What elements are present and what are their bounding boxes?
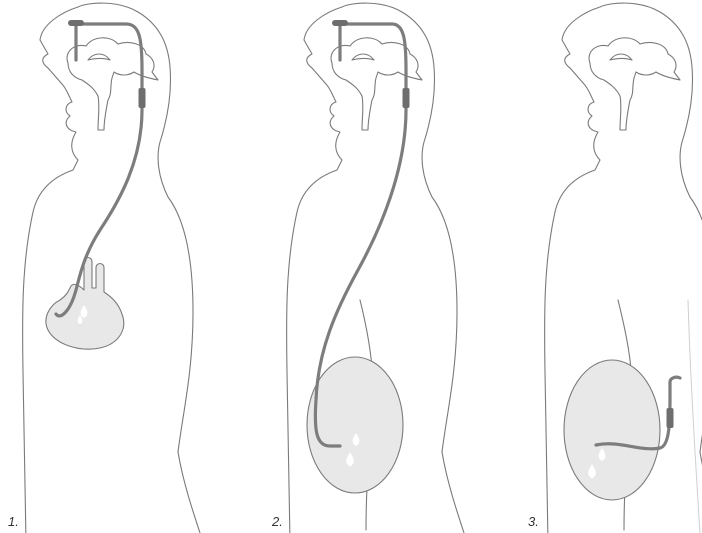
panel-2-label: 2. <box>272 515 283 528</box>
body-outline <box>23 3 203 533</box>
abdomen-peritoneum <box>564 360 660 500</box>
heart <box>46 258 124 350</box>
brain-ventricles <box>67 38 158 130</box>
shunt-valve <box>403 88 410 108</box>
shunt-reservoir <box>68 20 84 26</box>
panel-1-label: 1. <box>8 515 19 528</box>
shunt-reservoir <box>332 20 348 26</box>
shunt-valve <box>139 88 146 108</box>
panel-3-label: 3. <box>528 515 539 528</box>
panel-2-ventriculo-peritoneal <box>287 3 467 533</box>
panel-3-lumbo-peritoneal <box>545 3 702 533</box>
shunt-valve <box>667 408 674 428</box>
panel-1-ventriculo-atrial <box>23 3 203 533</box>
brain-ventricles <box>331 38 422 130</box>
spinal-line <box>688 300 700 533</box>
abdomen-peritoneum <box>307 357 403 493</box>
brain-ventricles <box>589 38 680 130</box>
